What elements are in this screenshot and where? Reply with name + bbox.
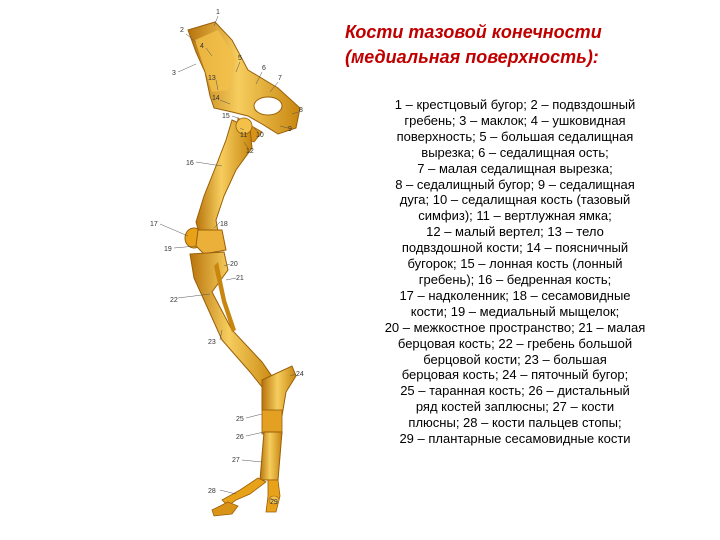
legend-line: поверхность; 5 – большая седалищная <box>396 128 634 144</box>
legend-line: 17 – надколенник; 18 – сесамовидные <box>399 287 631 303</box>
figure-label: 18 <box>220 221 228 228</box>
figure-label: 27 <box>232 457 240 464</box>
figure-label: 8 <box>299 107 303 114</box>
legend-line: 7 – малая седалищная вырезка; <box>417 160 613 176</box>
legend-line: бугорок; 15 – лонная кость (лонный <box>407 256 623 272</box>
legend-line: вырезка; 6 – седалищная ость; <box>421 144 609 160</box>
figure-label: 9 <box>288 126 292 133</box>
figure-number-labels: 1 2 3 4 5 6 13 14 15 7 8 9 10 11 12 16 1… <box>150 9 304 506</box>
figure-label: 1 <box>216 9 220 16</box>
legend-line: плюсны; 28 – кости пальцев стопы; <box>408 415 622 431</box>
stifle-joint <box>184 227 227 255</box>
figure-label: 4 <box>200 43 204 50</box>
leader-lines <box>159 15 299 501</box>
title-line: (медиальная поверхность): <box>345 47 599 67</box>
figure-label: 26 <box>236 434 244 441</box>
figure-label: 22 <box>170 297 178 304</box>
tibia-fibula <box>189 251 277 393</box>
figure-label: 17 <box>150 221 158 228</box>
tarsus <box>261 365 297 435</box>
legend-line: 1 – крестцовый бугор; 2 – подвздошный <box>394 97 636 112</box>
figure-label: 15 <box>222 113 230 120</box>
legend-line: дуга; 10 – седалищная кость (тазовый <box>399 192 631 208</box>
legend-line: кости; 19 – медиальный мыщелок; <box>410 303 620 319</box>
legend-line: 29 – плантарные сесамовидные кости <box>399 431 631 447</box>
legend-line: гребень); 16 – бедренная кость; <box>418 271 612 287</box>
title-line: Кости тазовой конечности <box>345 22 602 42</box>
pelvic-limb-skeleton-illustration: 1 2 3 4 5 6 13 14 15 7 8 9 10 11 12 16 1… <box>150 9 304 517</box>
legend-text: 1 – крестцовый бугор; 2 – подвздошный гр… <box>350 97 680 447</box>
figure-label: 2 <box>180 27 184 34</box>
legend-line: берцовая кость; 22 – гребень большой <box>397 335 633 351</box>
femur <box>195 117 253 237</box>
figure-label: 11 <box>240 132 247 139</box>
legend-line: гребень; 3 – маклок; 4 – ушковидная <box>404 112 626 128</box>
figure-label: 16 <box>186 160 194 167</box>
digits <box>211 477 281 517</box>
legend-line: берцовой кости; 23 – большая <box>423 351 607 367</box>
pelvis <box>187 21 301 143</box>
legend-line: 25 – таранная кость; 26 – дистальный <box>400 383 630 399</box>
figure-label: 29 <box>270 499 278 506</box>
figure-label: 21 <box>236 275 244 282</box>
figure-label: 14 <box>212 95 220 102</box>
figure-label: 3 <box>172 70 176 77</box>
figure-label: 20 <box>230 261 238 268</box>
figure-label: 19 <box>164 246 172 253</box>
figure-label: 10 <box>256 132 264 139</box>
figure-label: 25 <box>236 416 244 423</box>
figure-label: 6 <box>262 65 266 72</box>
figure-label: 28 <box>208 488 216 495</box>
legend-line: ряд костей заплюсны; 27 – кости <box>415 399 615 415</box>
legend-line: 8 – седалищный бугор; 9 – седалищная <box>395 176 635 192</box>
figure-label: 12 <box>246 148 254 155</box>
legend-line: 20 – межкостное пространство; 21 – малая <box>384 319 646 335</box>
figure-label: 5 <box>238 55 242 62</box>
legend-line: 12 – малый вертел; 13 – тело <box>426 224 604 240</box>
figure-label: 13 <box>208 75 216 82</box>
legend-line: подвздошной кости; 14 – поясничный <box>401 240 629 256</box>
legend-line: берцовая кость; 24 – пяточный бугор; <box>401 367 629 383</box>
legend-line: симфиз); 11 – вертлужная ямка; <box>418 208 612 224</box>
figure-label: 23 <box>208 339 216 346</box>
figure-label: 24 <box>296 371 304 378</box>
figure-label: 7 <box>278 75 282 82</box>
metatarsus <box>259 431 283 481</box>
slide-title: Кости тазовой конечности (медиальная пов… <box>345 20 665 70</box>
